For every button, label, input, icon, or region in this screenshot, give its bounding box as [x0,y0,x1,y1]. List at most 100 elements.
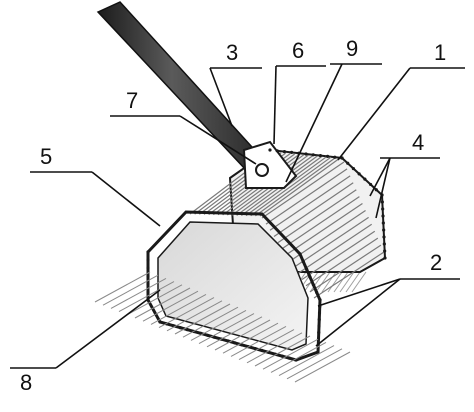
bristle [214,319,271,351]
bristle [286,348,343,380]
rivet [260,348,264,353]
rivet [374,188,378,192]
rod [293,216,369,268]
bristle [230,325,287,357]
label-5: 5 [40,144,52,169]
bristle [262,338,319,370]
rivet [304,152,308,156]
handle [96,1,264,172]
rivet [346,161,350,165]
bristle [126,284,183,316]
leader-lines [10,63,465,369]
bristle [339,271,355,293]
bristle [198,313,255,345]
bristle [254,335,311,367]
rivet [311,153,315,157]
rivet [305,267,309,271]
rod [301,230,376,281]
rivet [178,326,182,330]
rod [254,157,336,217]
rivet [382,235,386,239]
bristle [142,290,199,322]
rivet [298,252,302,256]
bristle [174,303,231,335]
bristle [345,271,361,293]
rivet [333,155,337,159]
rivet [381,221,385,225]
bristle [238,329,295,361]
hinge-bracket [242,140,298,189]
rivet [146,258,150,262]
rivet [212,335,216,339]
rod [305,237,379,287]
bristle [166,300,223,332]
rod [281,196,360,250]
rivet [311,283,315,287]
rivet [315,290,319,294]
rivet [146,290,150,294]
rivet [351,166,356,171]
rivet [275,149,279,153]
bristle [158,297,215,329]
bristle [327,271,343,293]
rivet [146,282,150,286]
rivet [233,341,237,345]
bristle [150,293,207,325]
label-2: 2 [430,250,442,275]
rivet [185,328,189,332]
rod [309,244,382,293]
label-7: 7 [126,88,138,113]
rivet [317,324,321,328]
rivet [368,182,373,187]
rod [273,182,354,237]
rod [261,161,345,219]
bristle [110,277,167,309]
rivet [382,228,386,232]
rivet [326,154,330,158]
bristle [351,271,367,293]
bristle [94,271,151,303]
rod [285,203,363,256]
label-8: 8 [20,370,32,395]
rivet [226,339,230,343]
pivot-pin [255,163,269,177]
rivet [146,266,150,270]
rivet [357,172,361,176]
rivet [380,200,384,204]
rivet [382,242,386,246]
label-1: 1 [434,40,446,65]
rod [269,175,351,231]
rivet [383,256,387,260]
rivet [268,148,272,152]
rivet [317,330,321,335]
bristle [134,287,191,319]
rivet [308,275,312,279]
rivet [381,214,385,218]
rivet [282,150,286,154]
rivet [158,320,162,324]
rivet [206,333,210,337]
rivet [146,274,150,278]
rivet [363,177,367,181]
bristle [182,306,239,338]
bristle [315,271,331,293]
rivet [381,207,385,211]
rivet [290,150,294,154]
bristle [102,274,159,306]
rivet [317,317,321,322]
front-bristles [94,271,351,383]
label-4: 4 [412,130,424,155]
label-3: 3 [226,40,238,65]
bristle [294,351,351,383]
rivet [318,154,322,158]
rod [259,157,341,217]
rivet [318,298,322,302]
bristle [206,316,263,348]
rivet [287,356,291,360]
rod [289,209,366,262]
label-6: 6 [292,38,304,63]
label-9: 9 [346,36,358,61]
rivet [146,250,150,254]
rivet [383,249,387,253]
